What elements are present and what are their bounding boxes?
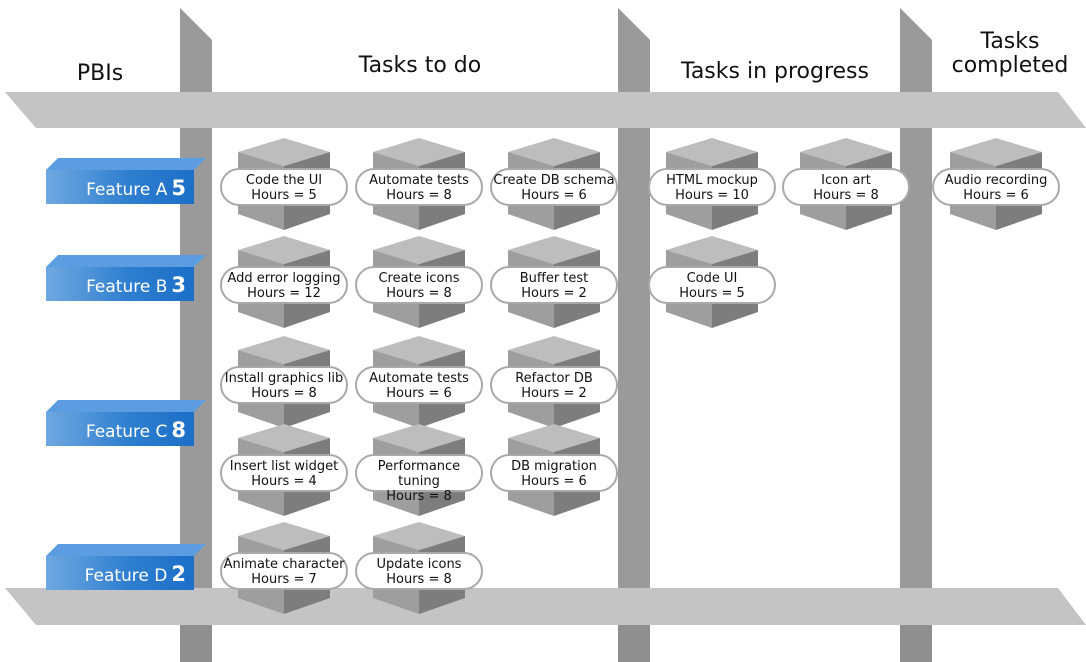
column-header-in-progress: Tasks in progress <box>681 59 869 84</box>
task-title: HTML mockup <box>666 173 758 188</box>
pbi-top-face <box>46 544 206 556</box>
pbi-name: Feature A <box>86 180 168 200</box>
task-hours: Hours = 8 <box>386 489 452 504</box>
task-hours: Hours = 8 <box>813 188 879 203</box>
pbi-top-face <box>46 400 206 412</box>
task-hours: Hours = 5 <box>251 188 317 203</box>
task-hours: Hours = 2 <box>521 386 587 401</box>
task-title: Buffer test <box>519 271 589 286</box>
task-title: Audio recording <box>944 173 1048 188</box>
task-title: Automate tests <box>369 371 469 386</box>
task-title: Update icons <box>376 557 462 572</box>
task-title: DB migration <box>511 459 597 474</box>
pbi-name: Feature C <box>85 422 168 442</box>
pbi-points: 3 <box>171 273 186 297</box>
task-hours: Hours = 8 <box>386 286 452 301</box>
task-title: Insert list widget <box>229 459 339 474</box>
task-hours: Hours = 6 <box>521 474 587 489</box>
task-title: Code the UI <box>245 173 323 188</box>
task-hours: Hours = 10 <box>675 188 749 203</box>
task-hours: Hours = 8 <box>386 572 452 587</box>
task-hours: Hours = 6 <box>521 188 587 203</box>
task-title: Add error logging <box>227 271 341 286</box>
pbi-points: 5 <box>171 176 186 200</box>
bottom-shelf <box>5 588 1086 625</box>
task-hours: Hours = 8 <box>251 386 317 401</box>
pbi-top-face <box>46 255 206 267</box>
column-header-completed: Tasks completed <box>940 30 1080 78</box>
task-title: Automate tests <box>369 173 469 188</box>
task-hours: Hours = 2 <box>521 286 587 301</box>
task-title: Refactor DB <box>515 371 593 386</box>
pbi-name: Feature B <box>86 277 168 297</box>
task-title: Create DB schema <box>493 173 615 188</box>
task-title: Code UI <box>686 271 738 286</box>
task-title: Animate character <box>223 557 345 572</box>
column-header-completed-line2: completed <box>951 53 1069 78</box>
pbi-top-face <box>46 158 206 170</box>
task-title: Performance tuning <box>377 459 461 489</box>
pbi-points: 8 <box>171 418 186 442</box>
pbi-points: 2 <box>171 562 186 586</box>
task-hours: Hours = 5 <box>679 286 745 301</box>
task-title: Install graphics lib <box>224 371 344 386</box>
pbi-name: Feature D <box>84 566 168 586</box>
task-hours: Hours = 7 <box>251 572 317 587</box>
task-title: Icon art <box>821 173 871 188</box>
task-hours: Hours = 8 <box>386 188 452 203</box>
task-hours: Hours = 12 <box>247 286 321 301</box>
task-title: Create icons <box>378 271 460 286</box>
task-hours: Hours = 6 <box>386 386 452 401</box>
column-header-completed-line1: Tasks <box>980 29 1040 54</box>
column-header-pbis: PBIs <box>76 61 124 86</box>
task-hours: Hours = 6 <box>963 188 1029 203</box>
task-hours: Hours = 4 <box>251 474 317 489</box>
top-shelf <box>5 92 1086 128</box>
column-header-todo: Tasks to do <box>358 53 482 78</box>
